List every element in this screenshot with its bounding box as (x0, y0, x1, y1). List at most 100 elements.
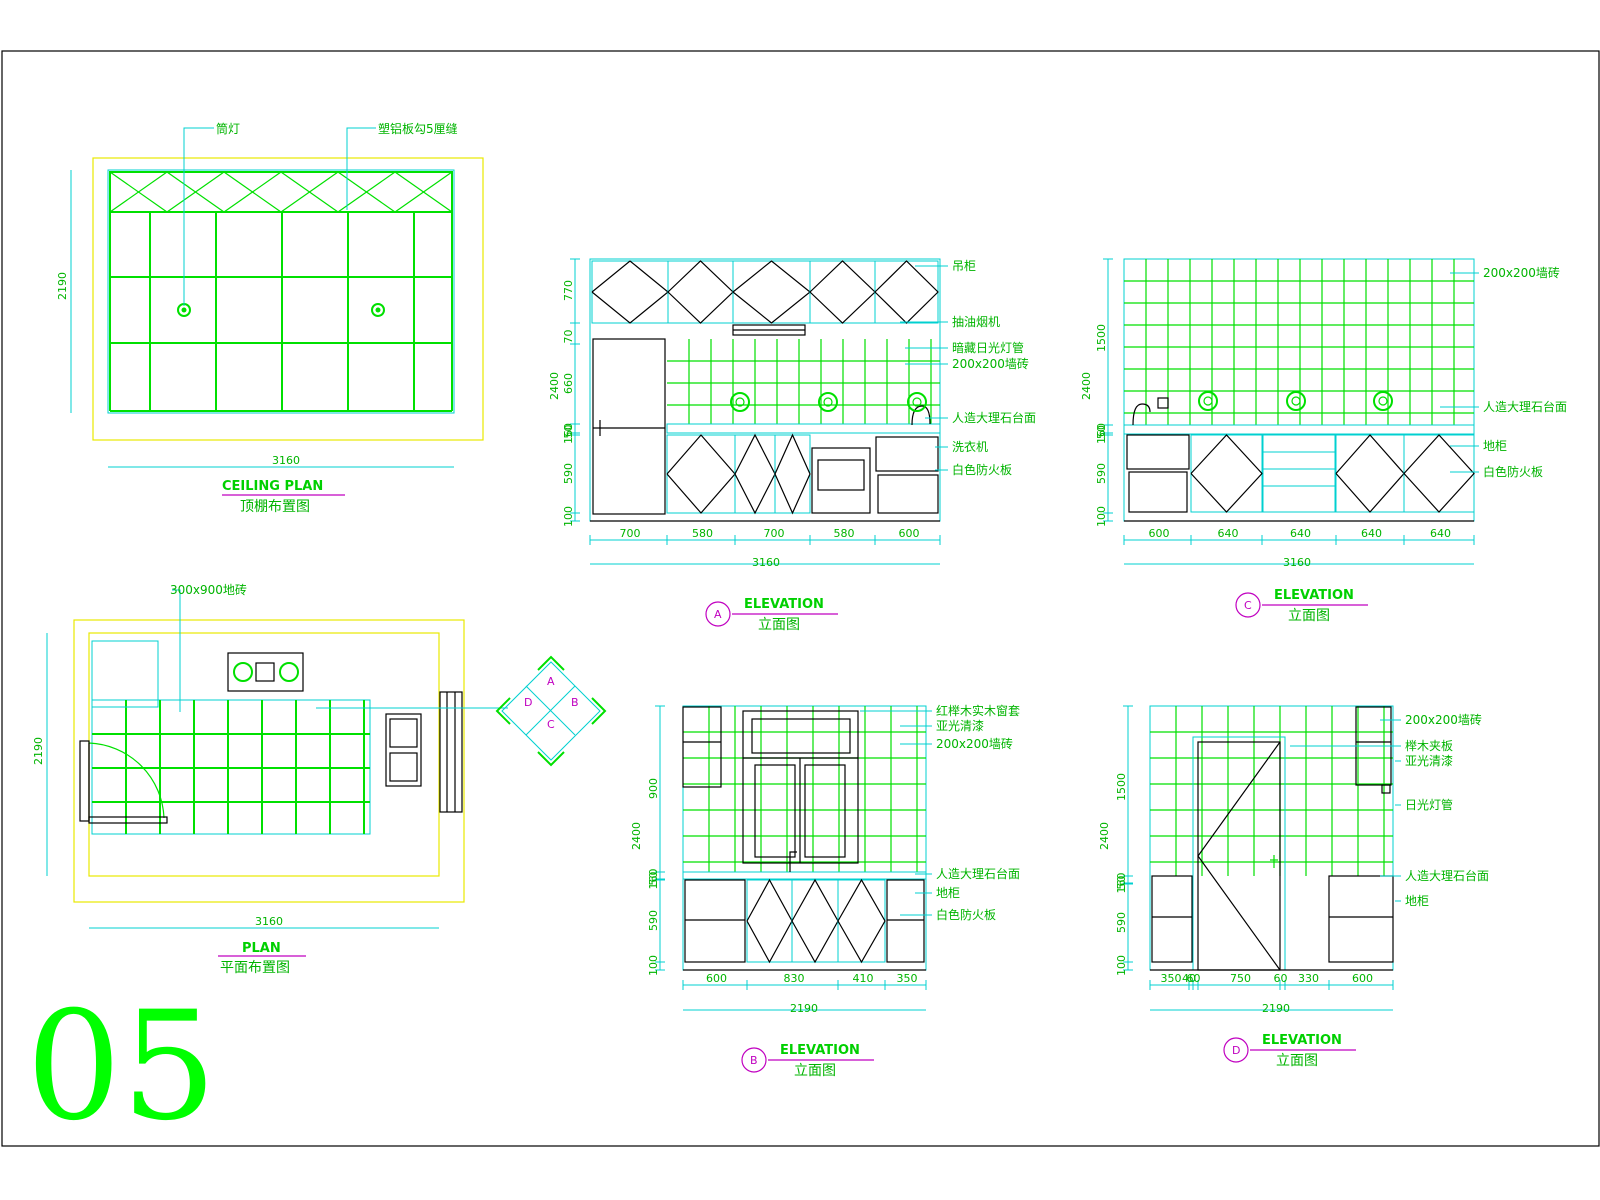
dim-label: 580 (692, 527, 713, 540)
view-marker (1235, 592, 1261, 618)
dim-total: 2190 (1262, 1002, 1290, 1015)
dim-label: 640 (1430, 527, 1451, 540)
view-title-ceiling: CEILING PLAN (222, 479, 323, 494)
decor-tiles (730, 392, 927, 412)
view-subtitle: 立面图 (758, 617, 800, 633)
burner-icon (279, 662, 299, 682)
dim-label: 750 (1230, 972, 1251, 985)
stove-outline (227, 652, 304, 692)
sink-bowl (389, 752, 418, 782)
base-cabinet-door (746, 879, 793, 963)
dim-label: 660 (562, 373, 575, 394)
elevation-d (1149, 705, 1394, 971)
lower-cabinets (684, 878, 925, 964)
countertop (682, 871, 927, 880)
callout-floor-tile: 300x900地砖 (170, 582, 247, 597)
countertop (666, 423, 941, 434)
view-title: ELEVATION (780, 1043, 860, 1058)
base-cabinet-door (1403, 434, 1475, 513)
callout-label: 洗衣机 (952, 439, 988, 454)
sink-front (1126, 434, 1190, 470)
dim-label: 770 (562, 280, 575, 301)
dim-label: 590 (562, 463, 575, 484)
decor-tile-icon (1291, 396, 1301, 406)
decor-tile-icon (823, 397, 833, 407)
dim-label: 60 (1187, 972, 1201, 985)
base-cabinet-door (791, 879, 839, 963)
dishwasher (811, 447, 871, 514)
dim-label: 600 (706, 972, 727, 985)
dim-height: 2190 (32, 737, 45, 765)
base-cabinet-door (774, 434, 811, 514)
decor-tile-icon (907, 392, 927, 412)
ceiling-grid (109, 171, 453, 412)
faucet-icon (911, 405, 931, 426)
callout-label: 地柜 (1405, 894, 1429, 908)
base-cabinet (1328, 875, 1394, 963)
view-marker-letter: D (1232, 1044, 1240, 1057)
callout-downlight: 筒灯 (216, 121, 240, 136)
compass-c: C (547, 718, 555, 731)
dim-label: 640 (1218, 527, 1239, 540)
door-swing-mark (732, 260, 811, 324)
door-swing-mark (746, 878, 793, 964)
floor-plan: 300x900地砖 3160 2190 A B C D PLAN 平面布置图 (32, 582, 607, 976)
door-swing-mark (809, 260, 876, 324)
decor-tile-icon (730, 392, 750, 412)
dim-label: 160 (1115, 873, 1128, 894)
lower-cabinets (666, 433, 811, 515)
dim-height: 2400 (1098, 822, 1111, 850)
dim-label: 330 (1298, 972, 1319, 985)
door-swing (1197, 741, 1281, 971)
dim-label: 100 (647, 955, 660, 976)
sink-front (875, 436, 939, 472)
sink-outline (385, 713, 422, 787)
callout-label: 红榉木实木窗套 (936, 703, 1020, 718)
callout-label: 地柜 (936, 886, 960, 900)
downlight-icon (371, 303, 385, 317)
callout-label: 白色防火板 (1483, 464, 1543, 479)
dim-total: 3160 (1283, 556, 1311, 569)
decor-tile-icon (912, 397, 922, 407)
wall-tiles (683, 706, 926, 872)
base-cabinet-door (837, 879, 886, 963)
base-cabinet-door (1335, 434, 1405, 513)
door-swing-mark (837, 878, 886, 964)
elevation-c (1123, 258, 1475, 522)
view-subtitle: 立面图 (1288, 608, 1330, 624)
dim-label: 50 (647, 872, 660, 886)
decor-tiles (1198, 391, 1393, 411)
dim-height: 2400 (1080, 372, 1093, 400)
door-swing-arc (88, 742, 165, 819)
dim-label: 900 (647, 778, 660, 799)
dim-label: 50 (1115, 876, 1128, 890)
door-swing-mark (1335, 434, 1405, 513)
dim-height: 2190 (56, 272, 69, 300)
upper-cabinet-door (809, 260, 876, 324)
callout-label: 200x200墙砖 (1405, 712, 1482, 727)
callout-label: 白色防火板 (936, 907, 996, 922)
decor-tile-icon (1198, 391, 1218, 411)
door-swing-mark (734, 433, 776, 515)
callout-leader (183, 127, 214, 306)
dim-label: 50 (1095, 425, 1108, 439)
dim-label: 600 (1352, 972, 1373, 985)
decor-tile-icon (1373, 391, 1393, 411)
upper-cabinet (682, 706, 722, 788)
base-cabinet-door (666, 434, 736, 514)
decor-tile-icon (735, 397, 745, 407)
dim-width: 3160 (272, 454, 300, 467)
countertop (1123, 424, 1475, 435)
sheet-number: 05 (26, 980, 217, 1154)
dim-label: 600 (899, 527, 920, 540)
view-subtitle: 立面图 (794, 1063, 836, 1079)
door-jamb (79, 740, 90, 822)
band-diagonal (394, 171, 453, 213)
dim-label: 640 (1361, 527, 1382, 540)
upper-cabinet-door (874, 260, 939, 324)
door-swing-mark (874, 260, 939, 324)
callout-label: 人造大理石台面 (1405, 868, 1489, 883)
view-title-plan: PLAN (242, 941, 281, 956)
